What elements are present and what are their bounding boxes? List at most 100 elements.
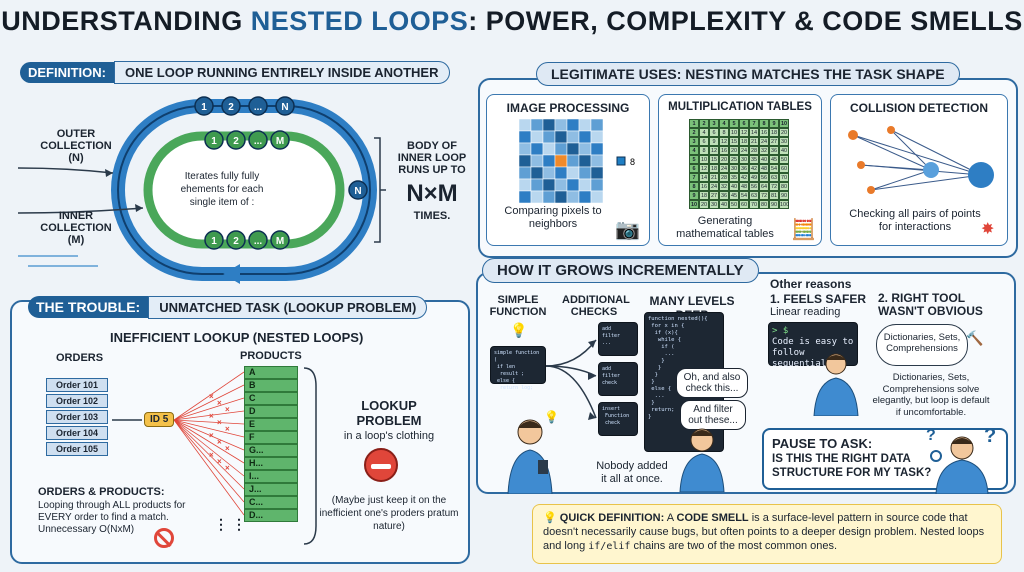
inner-top-node-label: ... (254, 136, 263, 147)
mult-cell: 12 (739, 128, 749, 137)
center-text: Iterates fully fully ehements for each s… (180, 171, 264, 208)
outer-loop-arrowhead (223, 264, 240, 284)
mult-cell: 16 (699, 182, 709, 191)
mismatch-x: × (209, 392, 214, 401)
inner-top-node (270, 130, 290, 150)
product-item: D (244, 405, 298, 418)
mult-cell: 70 (749, 200, 759, 209)
mult-cell: 5 (729, 119, 739, 128)
mult-cell: 70 (779, 173, 789, 182)
mult-cell: 42 (739, 173, 749, 182)
collision-graph (848, 126, 994, 194)
burst-icon: ✸ (981, 221, 995, 238)
mult-cell: 12 (699, 164, 709, 173)
mult-cell: 54 (769, 164, 779, 173)
mult-cell: 16 (719, 146, 729, 155)
mult-cell: 56 (749, 182, 759, 191)
pixel (566, 154, 580, 168)
mult-cell: 10 (689, 200, 699, 209)
inner-bottom-node-label: M (276, 236, 284, 247)
mult-cell: 30 (779, 137, 789, 146)
product-item: H... (244, 457, 298, 470)
mult-cell: 27 (769, 137, 779, 146)
lookup-title: LOOKUP PROBLEM (356, 398, 422, 428)
outer-node-label: 1 (201, 102, 207, 113)
pixel (518, 190, 532, 204)
mult-cell: 8 (759, 119, 769, 128)
pixel (578, 130, 592, 144)
check-code-3: insert Function check (598, 402, 638, 436)
outer-node (221, 96, 241, 116)
pixel (590, 130, 604, 144)
product-item: A (244, 366, 298, 379)
mult-cell: 21 (709, 173, 719, 182)
multiplication-caption: Generating mathematical tables (676, 215, 774, 240)
side-node-label: N (354, 186, 361, 197)
lightbulb-icon: 💡 (543, 512, 557, 524)
mismatch-x: × (209, 412, 214, 421)
mult-cell: 72 (759, 191, 769, 200)
developer-figure-2 (679, 428, 725, 492)
lookup-line (173, 419, 245, 503)
mult-cell: 4 (689, 146, 699, 155)
developer-figure-3 (813, 353, 859, 416)
pixel (578, 154, 592, 168)
product-item: E (244, 418, 298, 431)
outer-loop-edge (117, 105, 371, 275)
pixel-grid: 8 (518, 118, 635, 204)
mult-cell: 40 (759, 155, 769, 164)
inner-bottom-node (226, 230, 246, 250)
inner-bottom-node (204, 230, 224, 250)
pause-text: IS THIS THE RIGHT DATA STRUCTURE FOR MY … (772, 453, 932, 479)
inner-top-node-label: M (276, 136, 284, 147)
mult-cell: 28 (749, 146, 759, 155)
body-text: BODY OF INNER LOOP RUNS UP TO (397, 140, 467, 176)
image-processing-title: IMAGE PROCESSING (506, 101, 630, 115)
mismatch-x: × (217, 418, 222, 427)
mult-cell: 60 (739, 200, 749, 209)
simple-label: SIMPLE FUNCTION (489, 294, 547, 318)
id-tag: ID 5 (144, 412, 175, 427)
pixel (578, 166, 592, 180)
product-item: B (244, 379, 298, 392)
pixel (578, 178, 592, 192)
mult-cell: 9 (709, 137, 719, 146)
collision-card: COLLISION DETECTION Checking all pairs o… (830, 94, 1008, 246)
mult-cell: 9 (689, 191, 699, 200)
outer-arrow (18, 167, 114, 174)
outer-node-label: ... (254, 102, 263, 113)
pixel (518, 166, 532, 180)
lookup-line (173, 397, 245, 421)
mult-cell: 60 (779, 164, 789, 173)
pixel (566, 190, 580, 204)
mult-cell: 25 (729, 155, 739, 164)
inner-bottom-node-label: 1 (211, 236, 217, 247)
pixel (542, 142, 556, 156)
pixel (542, 154, 556, 168)
mult-cell: 64 (759, 182, 769, 191)
mult-cell: 32 (719, 182, 729, 191)
quick-definition: 💡 QUICK DEFINITION: A CODE SMELL is a su… (532, 504, 1002, 564)
mult-cell: 20 (779, 128, 789, 137)
outer-node-label: 2 (228, 102, 234, 113)
mult-cell: 72 (769, 182, 779, 191)
branch-arrows (546, 339, 597, 420)
mult-cell: 28 (719, 173, 729, 182)
mult-cell: 90 (769, 200, 779, 209)
mult-cell: 6 (699, 137, 709, 146)
inner-bottom-node (270, 230, 290, 250)
pixel (566, 166, 580, 180)
mismatch-x: × (209, 431, 214, 440)
order-item: Order 105 (46, 442, 108, 456)
inner-bottom-node-label: 2 (233, 236, 239, 247)
mult-cell: 10 (699, 155, 709, 164)
mismatch-x: × (217, 438, 222, 447)
bubble-1: Oh, and also check this... (676, 368, 748, 398)
mult-cell: 1 (689, 119, 699, 128)
product-item: D... (244, 509, 298, 522)
lookup-line (173, 371, 245, 421)
image-processing-caption: Comparing pixels to neighbors (504, 205, 602, 230)
outer-node (248, 96, 268, 116)
hammer-icon: 🔨 (966, 330, 984, 346)
